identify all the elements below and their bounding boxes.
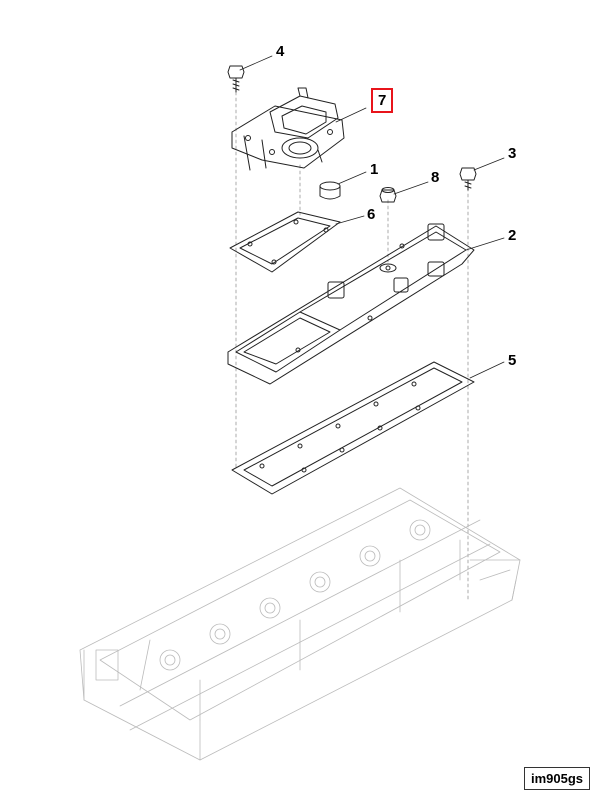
part-3-bolt: [459, 167, 477, 191]
part-4-bolt: [227, 65, 245, 93]
callout-2: 2: [508, 227, 517, 244]
cylinder-head: [79, 487, 521, 761]
callout-4: 4: [276, 43, 285, 60]
callout-8: 8: [431, 169, 440, 186]
callout-5: 5: [508, 352, 517, 369]
callout-7-highlighted: 7: [371, 88, 394, 113]
callout-6: 6: [367, 206, 376, 223]
callout-1: 1: [370, 161, 379, 178]
part-1-cap: [319, 181, 341, 200]
leader-lines: [239, 55, 505, 379]
part-8-fitting: [379, 187, 397, 203]
part-5-gasket: [231, 361, 475, 495]
callout-3: 3: [508, 145, 517, 162]
figure-reference-code: im905gs: [523, 767, 590, 790]
part-2-cover: [227, 223, 475, 385]
part-6-gasket: [229, 211, 341, 273]
part-7-housing: [231, 87, 345, 171]
